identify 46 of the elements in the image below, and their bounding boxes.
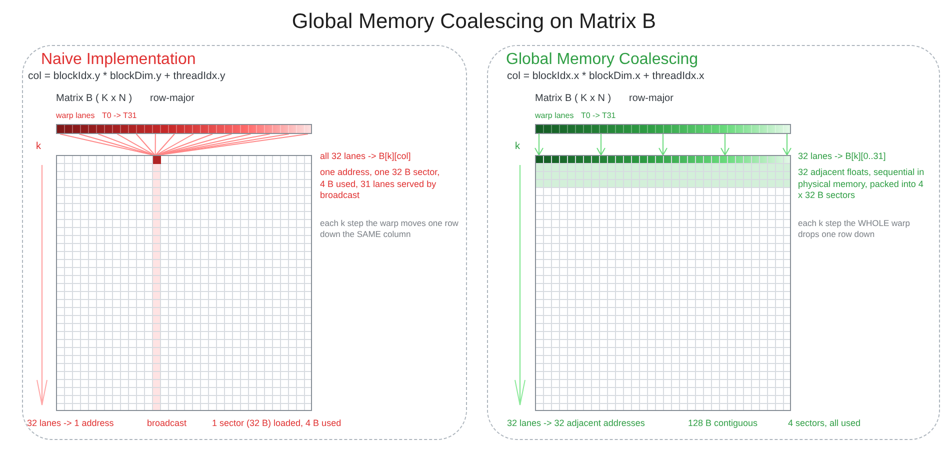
lane-label: warp lanes (535, 111, 574, 122)
axis-label: k (515, 140, 520, 153)
warp-lane-bar (534, 124, 790, 134)
connector-line (156, 134, 214, 156)
summary-note: 1 sector (32 B) loaded, 4 B used (212, 418, 342, 430)
access-note: one address, one 32 B sector, 4 B used, 31 lanes served by broadcast (320, 167, 441, 202)
connector-line (98, 134, 154, 156)
matrix-grid (56, 154, 312, 410)
arrow (782, 134, 792, 156)
lane-label: warp lanes (56, 111, 95, 122)
matrix-grid (534, 154, 790, 410)
arrow (596, 134, 606, 156)
dashed-panel (22, 45, 467, 440)
formula: col = blockIdx.x * blockDim.x + threadIdx.x (507, 70, 704, 84)
dashed-panel (487, 45, 940, 440)
connector-line (154, 134, 156, 156)
access-note: 32 adjacent floats, sequential in physical memory, packed into 4 x 32 B sectors (798, 167, 926, 202)
step-note: each k step the WHOLE warp drops one row down (798, 218, 911, 240)
connector-line (156, 134, 194, 156)
panel-heading: Naive Implementation (41, 50, 196, 70)
panel-heading: Global Memory Coalescing (506, 50, 698, 70)
access-note: 32 lanes -> B[k][0..31] (798, 151, 886, 163)
connector-line (136, 134, 156, 156)
layout-note: row-major (629, 92, 674, 105)
connector-line (116, 134, 155, 156)
summary-note: 32 lanes -> 32 adjacent addresses (507, 418, 645, 430)
lane-range: T0 -> T31 (102, 111, 137, 122)
summary-note: broadcast (147, 418, 187, 430)
summary-note: 4 sectors, all used (788, 418, 861, 430)
lane-range: T0 -> T31 (581, 111, 616, 122)
layout-note: row-major (150, 92, 194, 105)
summary-note: 128 B contiguous (688, 418, 758, 430)
summary-note: 32 lanes -> 1 address (27, 418, 114, 430)
connector-line (155, 134, 175, 156)
arrow (720, 134, 730, 156)
arrow (534, 134, 544, 156)
warp-lane-bar (56, 124, 312, 134)
matrix-caption: Matrix B ( K x N ) (535, 92, 612, 105)
step-note: each k step the warp moves one row down the SAME column (320, 218, 460, 240)
matrix-caption: Matrix B ( K x N ) (56, 92, 132, 105)
access-note: all 32 lanes -> B[k][col] (320, 151, 411, 163)
diagram-title: Global Memory Coalescing on Matrix B (290, 9, 658, 35)
formula: col = blockIdx.y * blockDim.y + threadIdx.y (28, 70, 226, 84)
highlighted-cell (152, 156, 160, 164)
arrow (658, 134, 668, 156)
axis-label: k (36, 140, 41, 153)
